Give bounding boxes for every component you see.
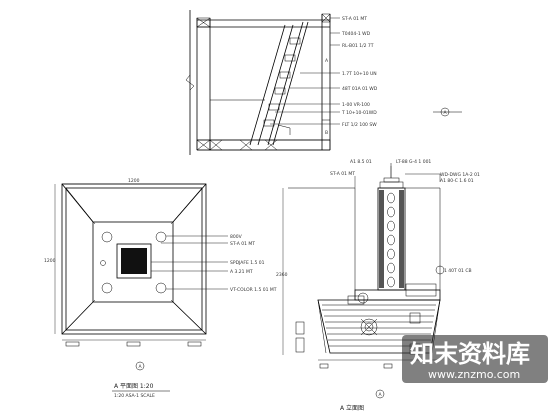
section-label-1: ST-A 01 MT [342,16,367,22]
section-label-7: T 10+10-01WD [341,110,377,116]
plan-dim-left: 1200 [44,258,56,264]
section-label-5: 48T 01A 01 WD [342,86,378,92]
section-label-6: 1-00 VR-100 [342,102,370,108]
plan-label-5: VT-COLOR 1.5 01 MT [230,287,277,293]
section-detail: ST-A 01 MT T0404-1 WD RL-B01 1/2 7T 1.7T… [185,10,462,155]
elevation-view: 2360 [276,159,480,412]
plan-title: A 平面图 1:20 [114,383,154,390]
watermark-url: www.znzmo.com [428,368,520,381]
elevation-label-1: ST-A 01 MT [330,171,355,177]
elevation-marker: A [375,389,385,399]
watermark: 知末资料库 www.znzmo.com [402,335,548,383]
section-label-8: FLT 1/2 100 SW [342,122,377,128]
elevation-label-6: 1 40T 01 CB [444,268,472,274]
elevation-dim-left: 2360 [276,272,288,278]
section-marker: A [433,107,462,117]
plan-marker: A [135,361,145,371]
plan-dim-top: 1200 [128,178,140,184]
plan-subtitle: 1:20 ASA-1 SCALE [114,393,155,399]
plan-label-2: ST-A 01 MT [230,241,255,247]
elevation-label-3: LT-88 G-4 1 001 [396,159,431,165]
plan-label-1: 800V [230,234,243,240]
section-label-2: T0404-1 WD [341,31,371,37]
section-label-4: 1.7T 10+10 UN [342,71,377,77]
watermark-title: 知末资料库 [410,340,530,368]
section-tag-a: A [325,58,329,64]
section-label-3: RL-B01 1/2 7T [342,43,374,49]
elevation-marker-letter: A [379,392,383,398]
plan-label-3: SPDJAFE 1.5 01 [230,260,265,266]
plan-marker-letter: A [139,364,143,370]
elevation-label-2: A1 8.5 01 [350,159,372,165]
plan-label-4: A 3.21 MT [230,269,253,275]
elevation-label-5: A1 80-C 1.6 01 [440,178,474,184]
section-tag-b: B [325,130,328,136]
section-marker-letter: A [444,110,448,116]
elevation-label-4: WD-DWG 1A-2 01 [440,172,480,178]
plan-view: 1200 1200 800V ST-A 01 [44,178,277,399]
elevation-title: A 立面图 [340,404,364,412]
